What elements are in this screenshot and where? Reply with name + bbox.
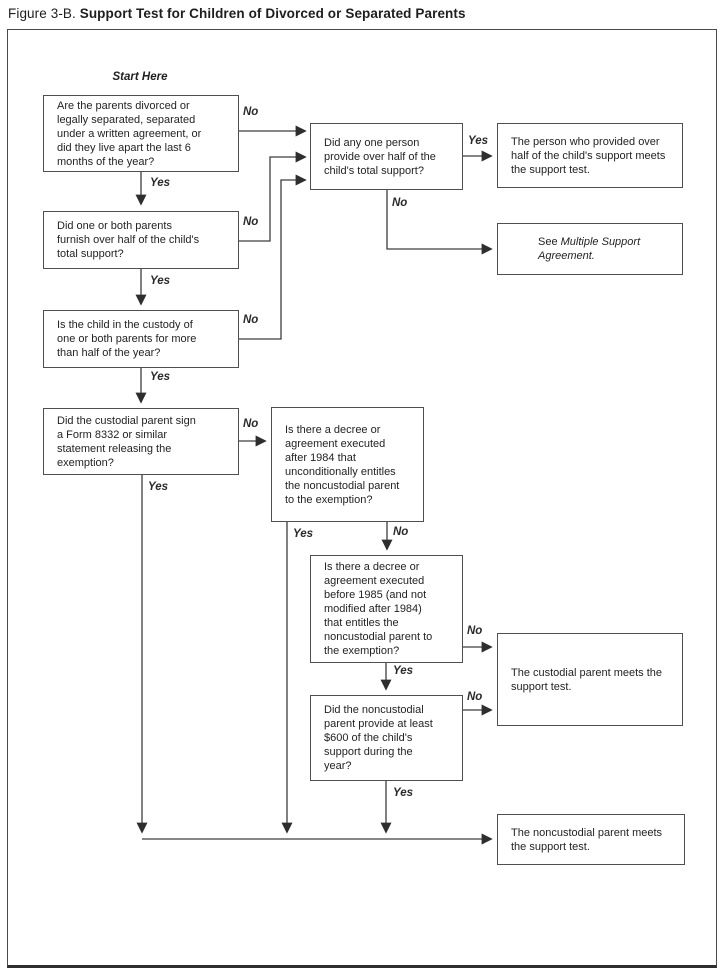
- edge-label-yes: Yes: [293, 528, 314, 540]
- question-divorced-text: Are the parents divorced or legally sepa…: [57, 99, 202, 168]
- edge-label-no: No: [467, 691, 483, 703]
- result-custodial-meets-box: The custodial parent meets the support t…: [497, 633, 683, 726]
- question-custody-text: Is the child in the custody of one or bo…: [57, 319, 197, 359]
- result-noncustodial-meets-text: The noncustodial parent meets the suppor…: [511, 826, 663, 853]
- edge-label-yes: Yes: [150, 371, 171, 383]
- edge-label-no: No: [243, 418, 259, 430]
- question-divorced-box: Are the parents divorced or legally sepa…: [43, 95, 239, 172]
- question-decree-after-1984-text: Is there a decree or agreement executed …: [285, 423, 400, 506]
- figure-title-text: Support Test for Children of Divorced or…: [79, 6, 466, 21]
- edge-label-no: No: [392, 197, 408, 209]
- edge-label-no: No: [243, 106, 259, 118]
- result-noncustodial-meets-box: The noncustodial parent meets the suppor…: [497, 814, 685, 865]
- see-label: See: [538, 236, 561, 248]
- start-here-label: Start Here: [112, 71, 168, 83]
- edge-label-yes: Yes: [393, 787, 414, 799]
- edge-label-yes: Yes: [148, 481, 169, 493]
- question-decree-after-1984-box: Is there a decree or agreement executed …: [271, 407, 424, 522]
- question-decree-before-1985-text: Is there a decree or agreement executed …: [324, 561, 433, 657]
- result-person-provided-box: The person who provided over half of the…: [497, 123, 683, 188]
- edge-label-yes: Yes: [150, 177, 171, 189]
- result-see-multiple-support-box: See Multiple Support Agreement.: [497, 223, 683, 275]
- question-decree-before-1985-box: Is there a decree or agreement executed …: [310, 555, 463, 663]
- figure-title: Figure 3-B. Support Test for Children of…: [8, 6, 717, 21]
- result-person-provided-text: The person who provided over half of the…: [511, 135, 666, 176]
- question-furnish-half-box: Did one or both parents furnish over hal…: [43, 211, 239, 269]
- question-any-one-person-text: Did any one person provide over half of …: [324, 136, 436, 177]
- multiple-support-agreement-label: Multiple Support Agreement.: [538, 236, 641, 262]
- result-custodial-meets-text: The custodial parent meets the support t…: [511, 666, 663, 693]
- question-provide-600-text: Did the noncustodial parent provide at l…: [324, 704, 433, 772]
- edge-label-no: No: [243, 314, 259, 326]
- question-provide-600-box: Did the noncustodial parent provide at l…: [310, 695, 463, 781]
- figure-number-label: Figure 3-B.: [8, 6, 76, 21]
- question-form-8332-box: Did the custodial parent sign a Form 833…: [43, 408, 239, 475]
- edge-label-yes: Yes: [393, 665, 414, 677]
- result-see-multiple-support-text: See Multiple Support Agreement.: [498, 231, 646, 267]
- question-form-8332-text: Did the custodial parent sign a Form 833…: [57, 414, 196, 469]
- edge-label-no: No: [393, 526, 409, 538]
- edge-label-yes: Yes: [468, 135, 489, 147]
- edge-label-yes: Yes: [150, 275, 171, 287]
- question-furnish-half-text: Did one or both parents furnish over hal…: [57, 220, 200, 260]
- edge-label-no: No: [467, 625, 483, 637]
- edge-label-no: No: [243, 216, 259, 228]
- question-custody-box: Is the child in the custody of one or bo…: [43, 310, 239, 368]
- question-any-one-person-box: Did any one person provide over half of …: [310, 123, 463, 190]
